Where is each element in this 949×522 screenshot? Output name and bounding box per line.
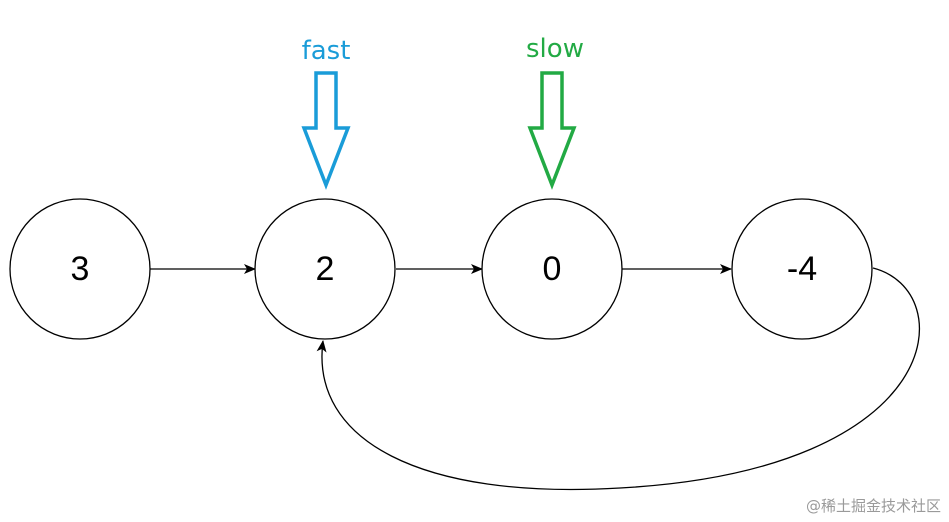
list-node: 3 — [9, 198, 151, 340]
edge-neg4-cycle-to-2 — [316, 267, 921, 491]
list-node: 0 — [481, 198, 623, 340]
slow-pointer-arrow-icon — [527, 71, 577, 190]
slow-pointer: slow — [526, 34, 584, 190]
watermark: @稀土掘金技术社区 — [805, 497, 941, 515]
list-node: -4 — [731, 198, 873, 340]
node-circle — [731, 198, 873, 340]
node-value: 0 — [543, 250, 562, 288]
node-value: 2 — [316, 250, 335, 288]
node-circle — [9, 198, 151, 340]
fast-pointer: fast — [301, 36, 351, 190]
node-circle — [254, 198, 396, 340]
fast-pointer-arrow-icon — [301, 71, 351, 190]
fast-pointer-label: fast — [302, 36, 351, 66]
node-value: 3 — [71, 250, 90, 288]
slow-pointer-label: slow — [526, 34, 584, 64]
list-node: 2 — [254, 198, 396, 340]
node-circle — [481, 198, 623, 340]
node-value: -4 — [787, 250, 817, 288]
